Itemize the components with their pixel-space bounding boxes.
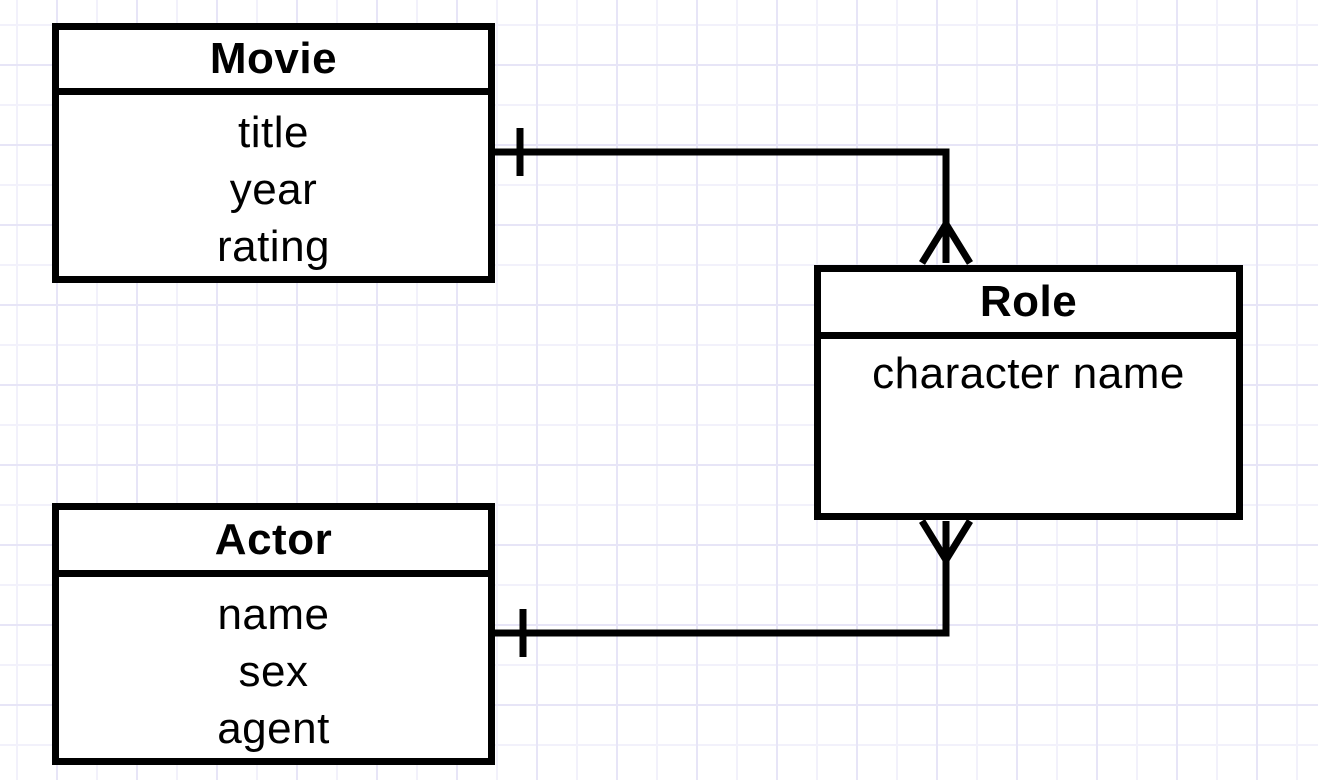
attribute-movie-title: title <box>238 108 309 157</box>
crow-foot-many-role-bottom <box>919 519 973 567</box>
attribute-actor-agent: agent <box>217 704 330 753</box>
attribute-actor-name: name <box>217 590 330 639</box>
entity-actor[interactable]: Actor name sex agent <box>52 503 495 765</box>
entity-role-title: Role <box>821 272 1236 339</box>
attribute-movie-year: year <box>229 165 318 214</box>
entity-actor-title: Actor <box>59 510 488 577</box>
crow-foot-many-role-top <box>919 217 973 265</box>
attribute-actor-sex: sex <box>238 647 309 696</box>
entity-role-attributes: character name <box>821 339 1236 402</box>
entity-role[interactable]: Role character name <box>814 265 1243 520</box>
actor-role-connector-line[interactable] <box>495 521 950 637</box>
entity-movie-title: Movie <box>59 30 488 95</box>
relationship-actor-role[interactable] <box>495 519 973 657</box>
movie-role-connector-line[interactable] <box>495 148 950 263</box>
attribute-movie-rating: rating <box>216 222 331 271</box>
attribute-role-character-name: character name <box>872 349 1185 398</box>
relationship-movie-role[interactable] <box>495 128 973 265</box>
entity-actor-attributes: name sex agent <box>59 577 488 757</box>
entity-movie[interactable]: Movie title year rating <box>52 23 495 283</box>
entity-movie-attributes: title year rating <box>59 95 488 275</box>
